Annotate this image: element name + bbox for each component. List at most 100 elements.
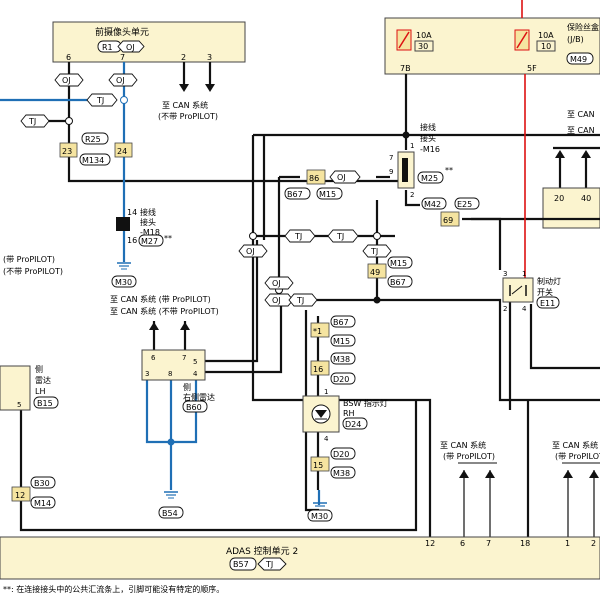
svg-text:4: 4 [193,370,198,378]
splice-m18-line2: 接头 [140,217,156,227]
fuse2-no: 10 [541,42,551,51]
right-can-pin-40: 40 [581,194,591,203]
footnote: **: 在连接接头中的公共汇流条上，引脚可能没有特定的顺序。 [3,584,224,594]
adas-pin-7: 7 [486,539,491,548]
svg-text:OJ: OJ [62,76,71,85]
brake-switch-line1: 制动灯 [537,276,561,286]
left-label-without: (不带 ProPILOT) [3,267,63,276]
bsw-lamp-line2: RH [343,409,355,418]
bsw-lamp-line1: BSW 指示灯 [343,398,388,408]
svg-text:6: 6 [151,354,156,362]
svg-text:16: 16 [127,236,137,245]
splice-m16: 7 9 1 2 接线 接头 -M16 M25 ** [389,122,453,199]
svg-text:**: ** [445,166,453,175]
svg-text:TJ: TJ [336,232,344,241]
svg-text:2: 2 [503,305,507,313]
conn-86-m15: M15 [319,190,336,199]
radar-rh-line1: 侧 [183,382,191,392]
svg-text:D20: D20 [333,450,349,459]
svg-text:至 CAN 系统: 至 CAN 系统 [552,440,598,450]
svg-text:**: ** [164,234,172,243]
adas-pin-1: 1 [565,539,570,548]
conn-r25: R25 [85,135,101,144]
connector-49: M15 49 B67 [367,256,413,288]
front-camera-unit: 前摄像头单元 R1 OJ 6 7 2 3 [52,21,246,63]
connector-86: 86 B67 M15 [284,169,343,200]
splice-m16-line3: -M16 [420,145,440,154]
svg-text:4: 4 [324,435,329,443]
adas-pin-2: 2 [591,539,596,548]
can-note-top-line2: (不带 ProPILOT) [158,112,218,121]
connector-69: M42 E25 69 [421,197,480,227]
svg-text:49: 49 [370,268,380,277]
splice-m18-conn: M27 [141,237,158,246]
conn-69-e25: E25 [457,200,472,209]
pin-23: 23 [62,147,72,156]
svg-text:16: 16 [313,365,323,374]
svg-text:OJ: OJ [116,76,125,85]
tag-oj-mid: OJ [108,73,138,87]
can-mid-line2: 至 CAN 系统 (不带 ProPILOT) [110,306,219,316]
splice-m16-conn: M25 [421,174,438,183]
front-camera-pin-7: 7 [120,53,125,62]
side-radar-rh: 6 7 5 4 3 8 侧 右侧雷达 B60 [141,349,215,413]
fuse-box-title: 保险丝盒 [567,22,599,32]
adas-title: ADAS 控制单元 2 [226,545,298,557]
svg-text:*1: *1 [313,327,322,336]
svg-text:1: 1 [410,142,414,150]
svg-text:(带 ProPILOT): (带 ProPILOT) [443,452,495,461]
conn-86-b67: B67 [287,190,303,199]
fuse2-amp: 10A [538,31,554,40]
right-can-line1: 至 CAN [567,110,595,119]
splice-m16-line1: 接线 [420,122,436,132]
svg-text:至 CAN 系统: 至 CAN 系统 [440,440,486,450]
pin-24: 24 [117,147,127,156]
front-camera-pin-6: 6 [66,53,71,62]
brake-switch-line2: 开关 [537,287,553,297]
svg-text:B30: B30 [34,479,50,488]
conn-49-b67: B67 [390,278,406,287]
side-radar-lh: 5 侧 雷达 LH B15 [0,364,59,411]
ground-m30-a: M30 [111,262,137,288]
svg-text:8: 8 [168,370,172,378]
svg-text:OJ: OJ [272,279,281,288]
can-arrows-top: 至 CAN 系统 (不带 ProPILOT) [158,62,218,121]
fuse-box-conn: M49 [570,55,587,64]
front-camera-pin-2: 2 [181,53,186,62]
svg-text:OJ: OJ [246,247,255,256]
svg-text:1: 1 [522,270,526,278]
adas-conn: B57 [233,560,249,569]
conn-m134: M134 [82,156,104,165]
tag-tj-top: TJ [86,93,118,107]
svg-text:3: 3 [145,370,149,378]
svg-text:M15: M15 [333,337,350,346]
adas-control-unit: 12 6 7 18 1 2 ADAS 控制单元 2 B57 TJ [0,536,600,580]
splice-m18-line1: 接线 [140,207,156,217]
radar-rh-conn: B60 [186,403,202,412]
adas-pin-12: 12 [425,539,435,548]
radar-lh-line2: 雷达 [35,375,51,385]
svg-text:7: 7 [182,354,186,362]
splice-m18: 14 16 接线 接头 -M18 M27 ** [116,207,172,247]
tag-oj-low2: OJ [264,293,294,307]
tag-tj-row2: TJ [327,229,359,243]
fuse-box: 10A 30 10A 10 保险丝盒 (J/B) M49 7B 5F [384,17,600,75]
svg-text:TJ: TJ [294,232,302,241]
adas-pin-6: 6 [460,539,465,548]
fuse-box-pin-7b: 7B [400,64,411,73]
front-camera-title: 前摄像头单元 [95,26,149,38]
splice-m18-line3: -M18 [140,228,160,237]
svg-text:M38: M38 [333,355,350,364]
wire-red [521,0,526,280]
svg-text:M30: M30 [115,278,132,287]
front-camera-conn-tag: OJ [126,43,135,52]
svg-text:1: 1 [324,388,328,396]
front-camera-pin-3: 3 [207,53,212,62]
ground-m30-b: M30 [311,512,328,521]
wires-black [19,62,600,540]
can-mid-line1: 至 CAN 系统 (带 ProPILOT) [110,294,211,304]
bsw-lamp-conn: D24 [345,420,361,429]
svg-text:TJ: TJ [370,247,378,256]
ground-b54: B54 [158,491,184,519]
